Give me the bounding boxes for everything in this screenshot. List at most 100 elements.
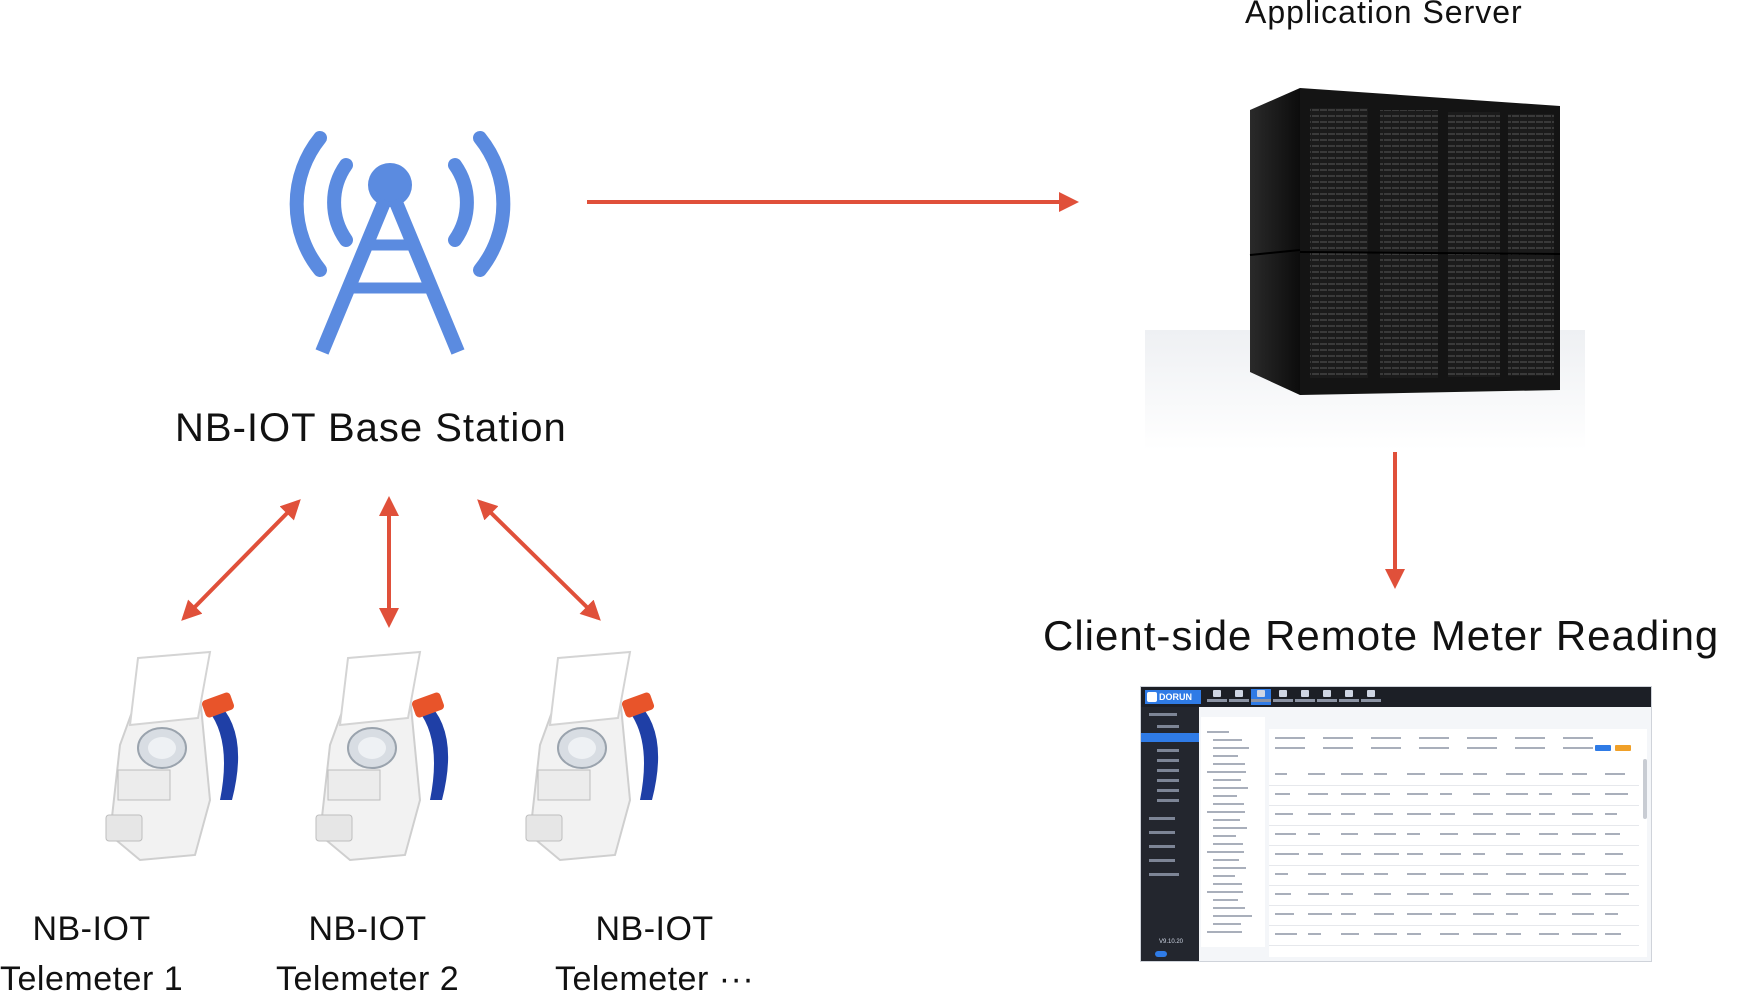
client-table-cell xyxy=(1308,913,1332,915)
client-table-cell xyxy=(1275,833,1296,835)
client-table-cell xyxy=(1308,933,1321,935)
client-area-tree xyxy=(1201,717,1265,947)
meter-label-2: NB-IOT Telemeter 2 xyxy=(276,904,459,1004)
client-table-cell xyxy=(1341,793,1366,795)
client-tree-line xyxy=(1213,883,1242,885)
client-export-button xyxy=(1615,745,1631,751)
meter-label-1-line2: Telemeter 1 xyxy=(0,960,184,998)
client-side-item xyxy=(1149,817,1175,820)
client-table-cell xyxy=(1539,833,1558,835)
client-side-item xyxy=(1149,831,1175,834)
client-table-cell xyxy=(1341,913,1356,915)
meter-label-3: NB-IOT Telemeter ··· xyxy=(555,904,754,1004)
client-table-row xyxy=(1269,945,1639,946)
client-table-cell xyxy=(1440,873,1464,875)
client-side-item xyxy=(1157,779,1179,782)
client-table-cell xyxy=(1440,933,1459,935)
client-data-table xyxy=(1269,729,1647,957)
client-filter-line xyxy=(1323,737,1353,739)
client-side-item xyxy=(1149,713,1177,716)
client-title: Client-side Remote Meter Reading xyxy=(1043,612,1720,659)
client-software-screenshot: DORUN V9.10.20 xyxy=(1140,686,1652,962)
client-table-cell xyxy=(1506,773,1525,775)
arrow-meter1-station xyxy=(181,499,301,621)
client-table-cell xyxy=(1374,893,1391,895)
arrows xyxy=(181,192,1405,628)
client-table-cell xyxy=(1440,773,1463,775)
client-table-cell xyxy=(1440,893,1453,895)
client-table-row xyxy=(1269,925,1639,926)
client-table-cell xyxy=(1275,853,1299,855)
client-side-item-active xyxy=(1141,733,1199,742)
meter-label-1-line1: NB-IOT xyxy=(32,910,151,948)
client-table-cell xyxy=(1341,773,1363,775)
client-table-cell xyxy=(1308,773,1325,775)
client-table-cell xyxy=(1572,833,1596,835)
client-filter-line xyxy=(1419,737,1449,739)
client-table-cell xyxy=(1605,893,1629,895)
client-search-button xyxy=(1595,745,1611,751)
client-table-cell xyxy=(1308,793,1328,795)
client-tree-line xyxy=(1207,771,1246,773)
client-table-cell xyxy=(1539,873,1564,875)
client-nav-item xyxy=(1317,689,1337,705)
client-nav-item xyxy=(1207,689,1227,705)
client-table-cell xyxy=(1275,893,1291,895)
client-table-cell xyxy=(1473,893,1491,895)
station-title: NB-IOT Base Station xyxy=(175,406,567,450)
client-table-cell xyxy=(1473,853,1485,855)
client-filter-line xyxy=(1515,737,1545,739)
client-table-cell xyxy=(1539,913,1556,915)
client-table-cell xyxy=(1572,773,1587,775)
client-table-cell xyxy=(1605,933,1621,935)
client-tree-line xyxy=(1213,875,1235,877)
client-side-item xyxy=(1157,789,1179,792)
server-title: Application Server xyxy=(1245,0,1523,30)
client-table-cell xyxy=(1473,873,1488,875)
client-table-cell xyxy=(1407,793,1428,795)
client-table-cell xyxy=(1308,833,1320,835)
client-table-cell xyxy=(1539,853,1561,855)
client-tree-line xyxy=(1213,763,1245,765)
meter-label-2-line2: Telemeter 2 xyxy=(276,960,460,998)
client-tree-line xyxy=(1207,731,1229,733)
client-table-cell xyxy=(1473,833,1496,835)
client-table-cell xyxy=(1473,913,1494,915)
client-table-cell xyxy=(1440,853,1461,855)
meter-label-3-line1: NB-IOT xyxy=(595,910,714,948)
client-filter-line xyxy=(1419,747,1449,749)
client-version: V9.10.20 xyxy=(1159,939,1184,945)
client-table-row xyxy=(1269,885,1639,886)
client-table-cell xyxy=(1374,813,1393,815)
client-tree-line xyxy=(1213,803,1244,805)
client-table-cell xyxy=(1605,773,1625,775)
client-table-cell xyxy=(1374,773,1387,775)
client-tree-line xyxy=(1213,867,1246,869)
client-sidebar: V9.10.20 xyxy=(1141,707,1199,961)
client-tree-line xyxy=(1213,827,1247,829)
client-toggle xyxy=(1155,951,1167,957)
client-table-cell xyxy=(1473,793,1490,795)
meters xyxy=(105,650,659,862)
client-filter-line xyxy=(1563,737,1593,739)
client-logo: DORUN xyxy=(1145,690,1201,704)
client-table-cell xyxy=(1539,933,1559,935)
client-table-cell xyxy=(1440,833,1458,835)
client-table-row xyxy=(1269,845,1639,846)
client-table-cell xyxy=(1605,833,1620,835)
client-table-cell xyxy=(1407,913,1432,915)
client-tree-line xyxy=(1213,787,1248,789)
client-table-cell xyxy=(1506,853,1523,855)
client-table-cell xyxy=(1407,813,1431,815)
client-tree-line xyxy=(1213,755,1238,757)
client-tree-line xyxy=(1207,851,1244,853)
client-table-cell xyxy=(1308,893,1329,895)
client-nav-item xyxy=(1339,689,1359,705)
client-table-cell xyxy=(1407,833,1420,835)
client-table-cell xyxy=(1605,813,1617,815)
client-table-cell xyxy=(1341,893,1353,895)
client-side-item xyxy=(1157,749,1179,752)
client-table-cell xyxy=(1341,833,1358,835)
client-table-cell xyxy=(1341,933,1359,935)
